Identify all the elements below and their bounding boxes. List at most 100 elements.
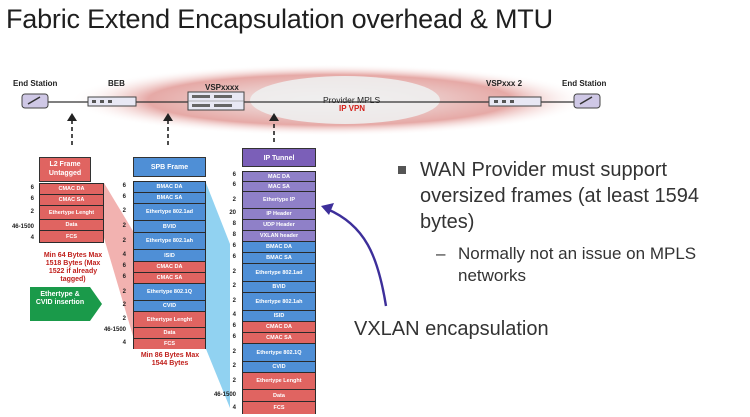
ip-field-bvid: BVID [243, 282, 315, 293]
insertion-arrow [30, 287, 102, 321]
l2-frame-column: CMAC DA CMAC SA Ethertype Lenght Data FC… [39, 183, 104, 243]
end-station-left-icon [21, 93, 49, 109]
l2-to-spb-band [104, 183, 133, 336]
l2-field-data: Data [40, 220, 103, 231]
dash-icon: – [436, 244, 446, 263]
ip-field-cmac-sa: CMAC SA [243, 333, 315, 344]
ip-bytes: 4 [232, 312, 236, 318]
l2-frame-header: L2 Frame Untagged [39, 157, 91, 182]
spb-arrow-head [163, 113, 173, 121]
spb-field-bmac-sa: BMAC SA [134, 193, 205, 204]
end-station-right-icon [573, 93, 601, 109]
end-station-right-label: End Station [562, 79, 607, 88]
spb-bytes: 2 [122, 316, 126, 322]
ip-bytes: 6 [232, 243, 236, 249]
ip-field-mac-da: MAC DA [243, 172, 315, 182]
page-title: Fabric Extend Encapsulation overhead & M… [6, 4, 553, 34]
spb-bytes: 2 [122, 289, 126, 295]
ip-bytes: 2 [232, 349, 236, 355]
ip-bytes: 20 [229, 210, 236, 216]
spb-field-cmac-sa: CMAC SA [134, 273, 205, 284]
spb-field-ethertype-1q: Ethertype 802.1Q [134, 284, 205, 301]
bullet-square-icon [398, 166, 406, 174]
bullet-sub-text: Normally not an issue on MPLS networks [458, 244, 697, 285]
spb-field-ethertype-1ad: Ethertype 802.1ad [134, 204, 205, 221]
spb-to-ip-band [206, 183, 230, 408]
vsp-right-label: VSPxxx 2 [486, 79, 523, 88]
ip-field-fcs: FCS [243, 402, 315, 414]
ip-bytes: 46-1500 [213, 392, 236, 398]
ip-bytes: 6 [232, 334, 236, 340]
ip-field-vxlan-header: VXLAN header [243, 231, 315, 242]
spb-field-bvid: BVID [134, 221, 205, 233]
ip-bytes: 8 [232, 221, 236, 227]
ip-tunnel-header: IP Tunnel [242, 148, 316, 167]
ip-field-isid: ISID [243, 311, 315, 322]
spb-field-isid: ISID [134, 250, 205, 262]
ip-field-mac-sa: MAC SA [243, 182, 315, 192]
ip-bytes: 6 [232, 172, 236, 178]
ip-field-ethertype-1q: Ethertype 802.1Q [243, 344, 315, 362]
l2-bytes: 4 [30, 235, 34, 241]
l2-field-ethertype: Ethertype Lenght [40, 206, 103, 220]
bullet-main-text: WAN Provider must support oversized fram… [420, 159, 700, 233]
vxlan-arrow-head [321, 203, 334, 215]
insertion-label: Ethertype & CVID insertion [35, 291, 85, 306]
bullet-main: WAN Provider must support oversized fram… [398, 157, 743, 235]
bullet-sub: – Normally not an issue on MPLS networks [398, 243, 743, 287]
l2-bytes: 2 [30, 209, 34, 215]
spb-bytes: 2 [122, 208, 126, 214]
ip-bytes: 2 [232, 283, 236, 289]
cloud-sublabel: IP VPN [339, 104, 366, 113]
l2-field-cmac-da: CMAC DA [40, 184, 103, 195]
ip-bytes: 2 [232, 363, 236, 369]
ip-field-bmac-sa: BMAC SA [243, 253, 315, 264]
ip-bytes: 2 [232, 378, 236, 384]
ip-field-cvid: CVID [243, 362, 315, 373]
l2-bytes: 6 [30, 196, 34, 202]
ip-bytes: 6 [232, 182, 236, 188]
vxlan-label: VXLAN encapsulation [354, 318, 549, 340]
spb-bytes: 2 [122, 238, 126, 244]
ip-field-ethertype-1ah: Ethertype 802.1ah [243, 293, 315, 311]
spb-bytes: 4 [122, 340, 126, 346]
vxlan-curved-arrow [326, 207, 388, 307]
beb-label: BEB [108, 79, 125, 88]
ip-bytes: 2 [232, 269, 236, 275]
ip-field-data: Data [243, 390, 315, 402]
spb-bytes: 4 [122, 252, 126, 258]
ip-bytes: 2 [232, 298, 236, 304]
spb-field-cvid: CVID [134, 301, 205, 312]
spb-bytes: 46-1500 [103, 327, 126, 333]
vsp-left-switch-icon [187, 91, 245, 111]
bullet-list: WAN Provider must support oversized fram… [398, 157, 743, 287]
ip-field-ethertype-length: Ethertype Lenght [243, 373, 315, 390]
spb-field-data: Data [134, 328, 205, 339]
spb-frame-column: BMAC DA BMAC SA Ethertype 802.1ad BVID E… [133, 181, 206, 349]
spb-bytes: 6 [122, 263, 126, 269]
l2-field-cmac-sa: CMAC SA [40, 195, 103, 206]
spb-field-ethertype-length: Ethertype Lenght [134, 312, 205, 328]
spb-bytes: 2 [122, 302, 126, 308]
ip-field-ip-header: IP Header [243, 209, 315, 220]
ip-tunnel-column: MAC DA MAC SA Ethertype IP IP Header UDP… [242, 171, 316, 414]
spb-field-bmac-da: BMAC DA [134, 182, 205, 193]
ip-field-bmac-da: BMAC DA [243, 242, 315, 253]
vsp-right-switch-icon [488, 96, 542, 107]
vsp-left-label: VSPxxxx [205, 83, 239, 92]
ip-arrow-head [269, 113, 279, 121]
ip-field-udp-header: UDP Header [243, 220, 315, 231]
spb-bytes: 6 [122, 194, 126, 200]
network-diagram [21, 64, 601, 136]
l2-bytes: 46-1500 [11, 224, 34, 230]
spb-bytes: 2 [122, 223, 126, 229]
ip-field-cmac-da: CMAC DA [243, 322, 315, 333]
spb-field-ethertype-1ah: Ethertype 802.1ah [134, 233, 205, 250]
ip-bytes: 6 [232, 254, 236, 260]
ip-field-ethertype-1ad: Ethertype 802.1ad [243, 264, 315, 282]
cloud-label: Provider MPLS [323, 95, 381, 105]
ip-bytes: 6 [232, 323, 236, 329]
spb-field-cmac-da: CMAC DA [134, 262, 205, 273]
l2-bytes: 6 [30, 185, 34, 191]
